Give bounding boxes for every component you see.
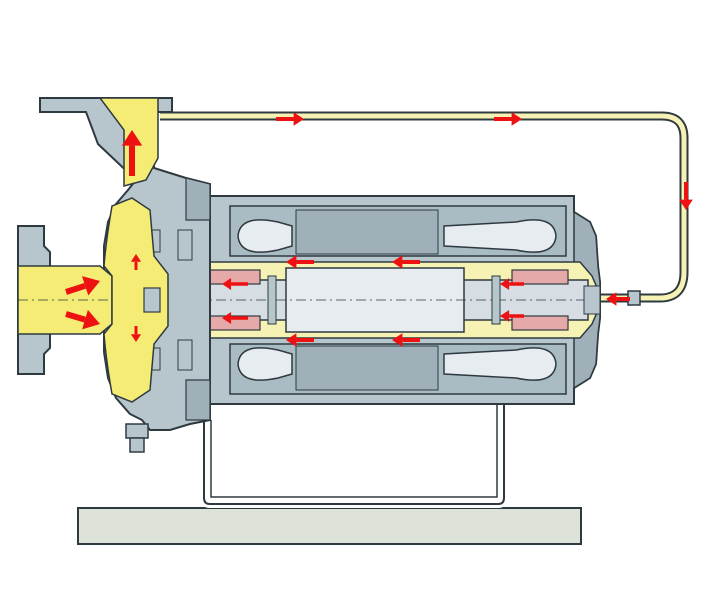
flow-arrow-recirc-top-left [276,112,304,126]
stator [229,205,567,395]
flow-arrow-discharge-up [121,130,143,176]
flow-arrow-recirc-top-right [494,112,522,126]
flow-arrow-inlet-lower [65,309,100,330]
flow-arrow-front-bearing-lower [222,312,248,324]
support-frame [200,398,508,508]
flow-arrow-impeller-upper [130,254,142,270]
flow-arrows [65,112,693,347]
flow-arrow-gap-lower-left [286,333,314,347]
impeller [103,197,169,403]
drain-plug [125,423,149,453]
rear-bearing [511,269,569,331]
flow-arrow-recirc-return [606,292,630,306]
flow-arrow-gap-lower-right [392,333,420,347]
flow-arrow-rear-bearing-upper [500,278,524,290]
flow-arrow-inlet-upper [65,276,100,296]
flow-arrow-recirc-down [679,182,693,210]
flow-arrow-impeller-lower [130,326,142,342]
flow-arrow-gap-upper-left [286,255,314,269]
base-plate [77,507,582,545]
flow-arrow-rear-bearing-lower [500,310,524,322]
rotor [175,267,601,333]
flow-arrow-front-bearing-upper [222,278,248,290]
flow-arrow-gap-upper-right [392,255,420,269]
